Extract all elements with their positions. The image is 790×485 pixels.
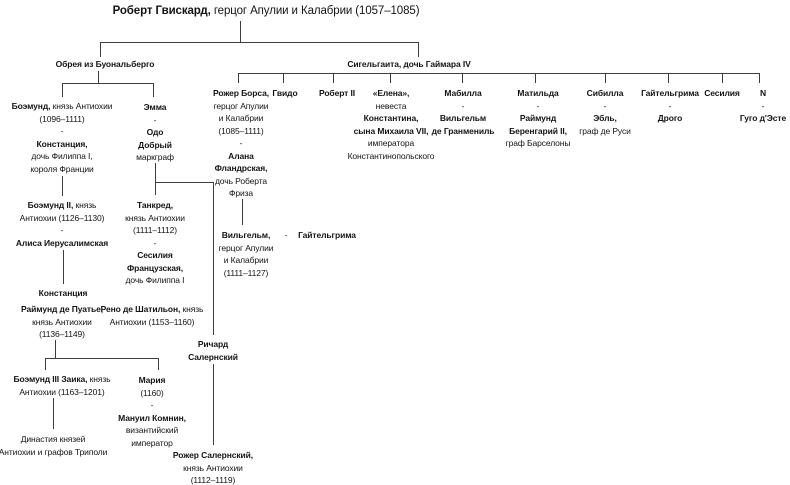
connector-line xyxy=(283,73,284,83)
connector-line xyxy=(535,73,536,83)
connector-line xyxy=(418,42,419,57)
connector-line xyxy=(153,83,154,97)
connector-line xyxy=(53,398,54,429)
node-robert-2: Роберт II xyxy=(318,88,356,98)
node-gvido: Гвидо xyxy=(272,88,298,98)
connector-line xyxy=(213,364,214,445)
node-sigelgaita: Сигельгаита, дочь Гаймара IV xyxy=(347,59,471,69)
connector-line xyxy=(390,73,391,83)
connector-line xyxy=(100,42,419,43)
node-wilhelm-spouse-dash: - xyxy=(284,230,288,240)
node-tankred: Танкред,князь Антиохии(1111–1112)-Сесили… xyxy=(125,200,185,285)
connector-line xyxy=(155,163,156,195)
page-title: Роберт Гвискард, герцог Апулии и Калабри… xyxy=(113,4,420,18)
connector-line xyxy=(100,42,101,57)
node-boemund-1: Боэмунд, князь Антиохии(1096–1111)-Конст… xyxy=(11,101,113,174)
node-n: N-Гуго д'Эсте xyxy=(739,88,787,123)
node-sibilla: Сибилла-Эбль,граф де Руси xyxy=(579,88,631,136)
connector-line xyxy=(62,176,63,196)
page-title-rest: герцог Апулии и Калабрии (1057–1085) xyxy=(210,5,420,17)
connector-line xyxy=(213,182,214,335)
page-title-name: Роберт Гвискард, xyxy=(112,5,211,17)
connector-line xyxy=(98,71,99,83)
connector-line xyxy=(605,73,606,83)
connector-line xyxy=(155,182,214,183)
connector-line xyxy=(462,73,463,83)
connector-line xyxy=(240,21,241,42)
connector-line xyxy=(45,358,46,370)
connector-line xyxy=(722,73,723,83)
connector-line xyxy=(668,73,669,83)
connector-line xyxy=(62,83,154,84)
connector-line xyxy=(238,73,760,74)
connector-line xyxy=(158,358,159,370)
connector-line xyxy=(63,250,64,284)
node-raymund-de-poitiers: Раймунд де Пуатье,князь Антиохии(1136–11… xyxy=(21,304,103,339)
node-konstancia: Констанция xyxy=(38,288,88,298)
connector-line xyxy=(242,199,243,225)
connector-line xyxy=(333,73,334,83)
connector-line xyxy=(55,340,56,358)
connector-line xyxy=(62,83,63,97)
node-gaitelgrima-wife: Гайтельгрима xyxy=(298,230,356,240)
connector-line xyxy=(759,73,760,83)
connector-line xyxy=(238,73,239,83)
connector-line xyxy=(45,358,159,359)
node-cecilia: Сесилия xyxy=(704,88,740,98)
node-obreya: Обрея из Буональберго xyxy=(55,59,155,69)
node-gaitelgrima-daughter: Гайтельгрима-Дрого xyxy=(641,88,699,123)
node-roger-salerno: Рожер Салернский,князь Антиохии(1112–111… xyxy=(172,450,254,485)
